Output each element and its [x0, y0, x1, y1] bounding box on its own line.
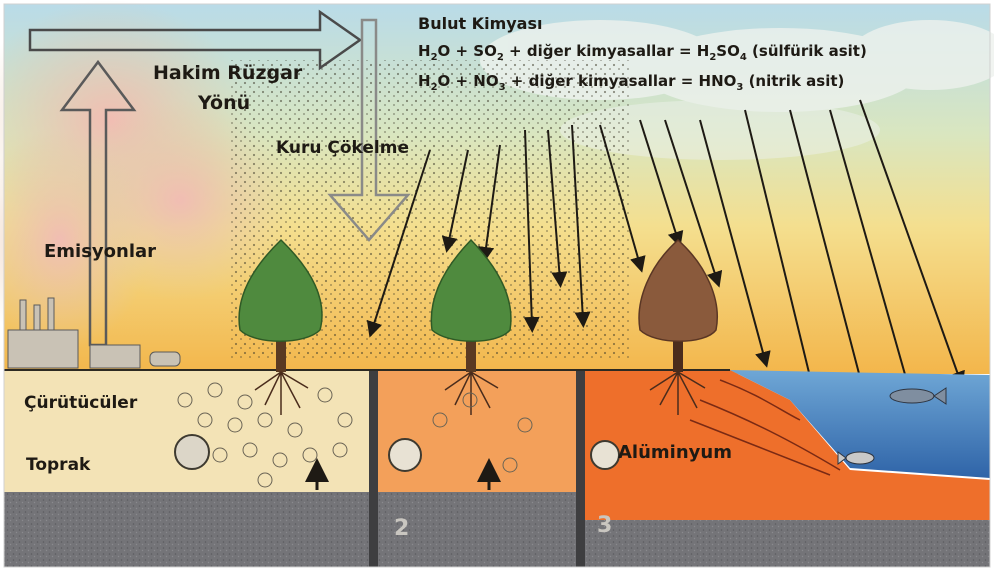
eq1-part-0: H [418, 42, 431, 60]
aluminum-particle [591, 441, 619, 469]
eq1-part-7: 4 [740, 52, 747, 63]
eq1-part-1: 2 [431, 52, 438, 63]
eq1-part-8: (sülfürik asit) [747, 42, 867, 60]
zone-number-2: 2 [394, 516, 409, 541]
eq1-part-2: O + SO [438, 42, 497, 60]
aluminum-label: Alüminyum [618, 442, 732, 463]
zone-number-3: 3 [597, 513, 612, 538]
wind-label-line2: Yönü [198, 92, 250, 114]
zone-divider-2 [576, 370, 585, 567]
eq2-part-6: (nitrik asit) [743, 72, 844, 90]
eq2-part-2: O + NO [438, 72, 499, 90]
eq1-part-4: + diğer kimyasallar = H [504, 42, 710, 60]
wind-label-line1: Hakim Rüzgar [153, 62, 302, 84]
soil-label: Toprak [26, 455, 90, 475]
soil-zone-2 [374, 370, 584, 496]
eq2-part-1: 2 [431, 82, 438, 93]
eq2-part-4: + diğer kimyasallar = HNO [506, 72, 737, 90]
eq2-part-0: H [418, 72, 431, 90]
eq1-part-3: 2 [497, 52, 504, 63]
decomposers-label: Çürütücüler [24, 393, 137, 413]
cloud-chemistry-title: Bulut Kimyası [418, 14, 542, 33]
dry-deposition-label: Kuru Çökelme [276, 138, 409, 158]
emissions-label: Emisyonlar [44, 241, 156, 262]
equation-sulfuric: H2O + SO2 + diğer kimyasallar = H2SO4 (s… [418, 42, 867, 63]
eq1-part-6: SO [716, 42, 740, 60]
eq2-part-3: 3 [499, 82, 506, 93]
zone-divider-1 [369, 370, 378, 567]
equation-nitric: H2O + NO3 + diğer kimyasallar = HNO3 (ni… [418, 72, 844, 93]
microbe-cluster-1 [175, 435, 209, 469]
microbe-cluster-2 [389, 439, 421, 471]
